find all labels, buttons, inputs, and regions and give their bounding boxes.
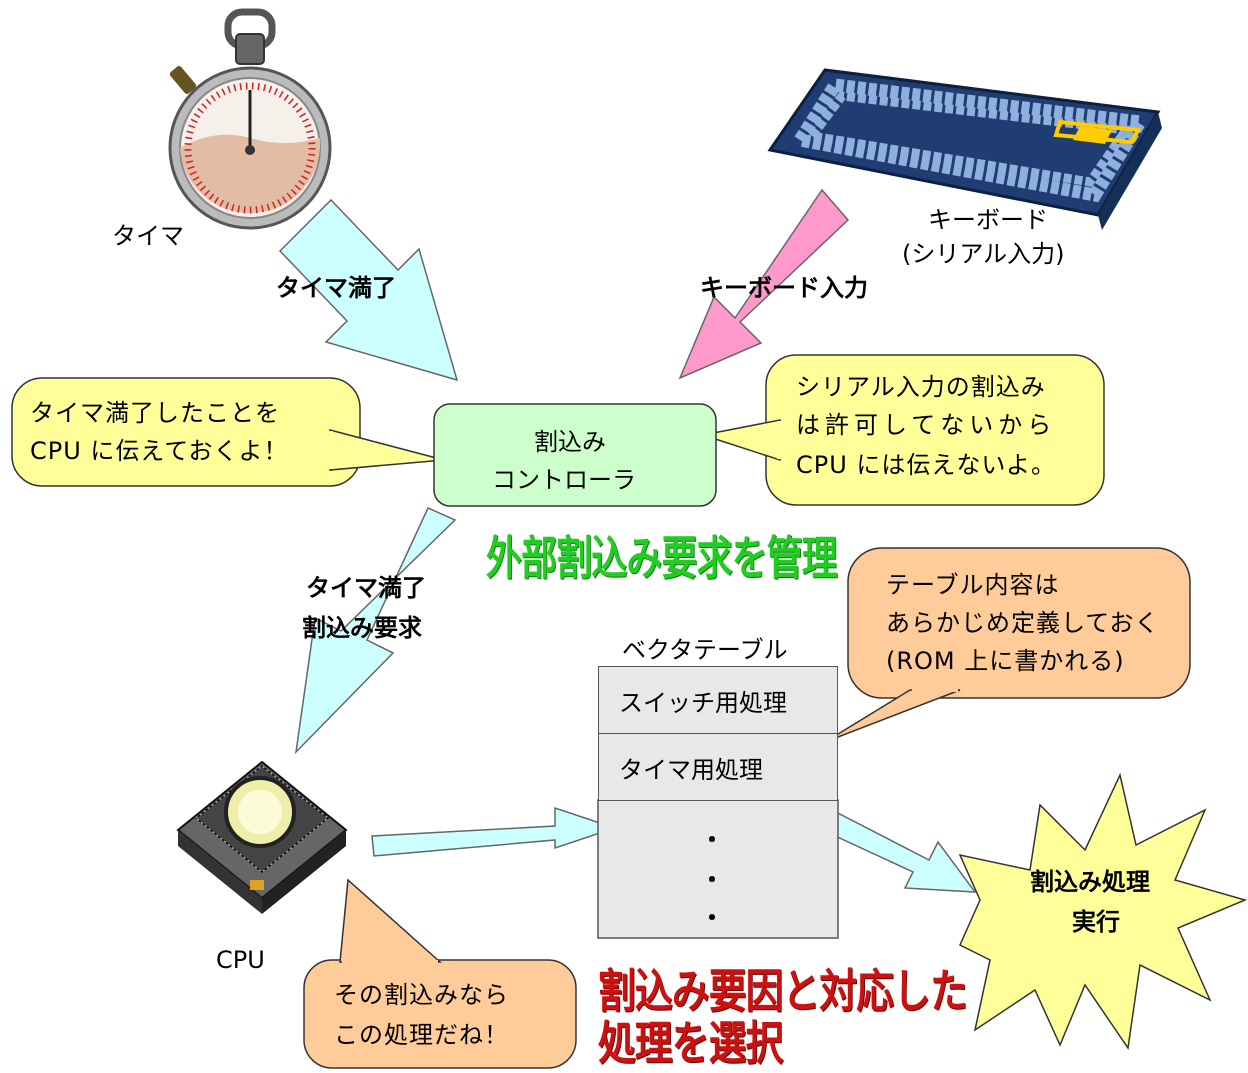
execute-line2: 実行 [1072,908,1120,936]
explosion-icon [958,772,1248,1051]
controller-line2: コントローラ [492,466,636,494]
timer-arrow [278,198,459,382]
select-caption-line2: 処理を選択 [598,1016,783,1070]
bubble-left-line2: CPU に伝えておくよ！ [30,437,289,465]
bubble-table-line1: テーブル内容は [886,571,1060,599]
bubble-cpu-line1: その割込みなら [334,981,509,1009]
vector-table-dot-2: ・ [700,866,724,894]
vector-table-dot-3: ・ [700,904,724,932]
keyboard-arrow [678,188,850,380]
vector-table-title: ベクタテーブル [622,636,788,664]
keyboard-arrow-label: キーボード入力 [700,274,868,302]
controller-box [433,403,717,507]
bubble-right-line1: シリアル入力の割込み [796,373,1046,401]
bubble-table-line3: (ROM 上に書かれる) [886,647,1125,675]
controller-caption: 外部割込み要求を管理 [486,531,838,585]
execute-line1: 割込み処理 [1030,868,1150,896]
keyboard-label-line2: (シリアル入力) [902,240,1065,268]
vector-table-row-timer: タイマ用処理 [598,733,838,801]
stopwatch-icon [168,8,332,230]
bubble-table-shape [824,547,1191,743]
vector-table-dot-1: ・ [700,826,724,854]
controller-line1: 割込み [534,428,606,456]
table-to-execute-arrow [816,809,977,893]
bubble-left-shape [11,377,445,487]
request-label-line1: タイマ満了 [306,574,426,602]
vector-table-rest [597,799,839,939]
vector-table-row-switch: スイッチ用処理 [598,666,838,734]
bubble-right-shape [700,354,1105,506]
bubble-left-line1: タイマ満了したことを [30,399,280,427]
request-label-line2: 割込み要求 [302,614,422,642]
cpu-to-table-arrow [371,806,618,857]
select-caption-line1: 割込み要因と対応した [598,964,968,1018]
bubble-table-line2: あらかじめ定義しておく [886,609,1160,637]
timer-arrow-label: タイマ満了 [276,274,396,302]
keyboard-icon [767,68,1162,230]
request-arrow [294,507,457,755]
keyboard-label-line1: キーボード [928,206,1048,234]
bubble-right-line3: CPU には伝えないよ。 [796,451,1056,479]
cpu-label: CPU [216,946,265,974]
bubble-cpu-shape [303,878,577,1069]
timer-label: タイマ [112,222,184,250]
bubble-right-line2: は許可してないから [796,411,1057,439]
cpu-chip-icon [176,760,348,914]
bubble-cpu-line2: この処理だね！ [334,1021,509,1049]
